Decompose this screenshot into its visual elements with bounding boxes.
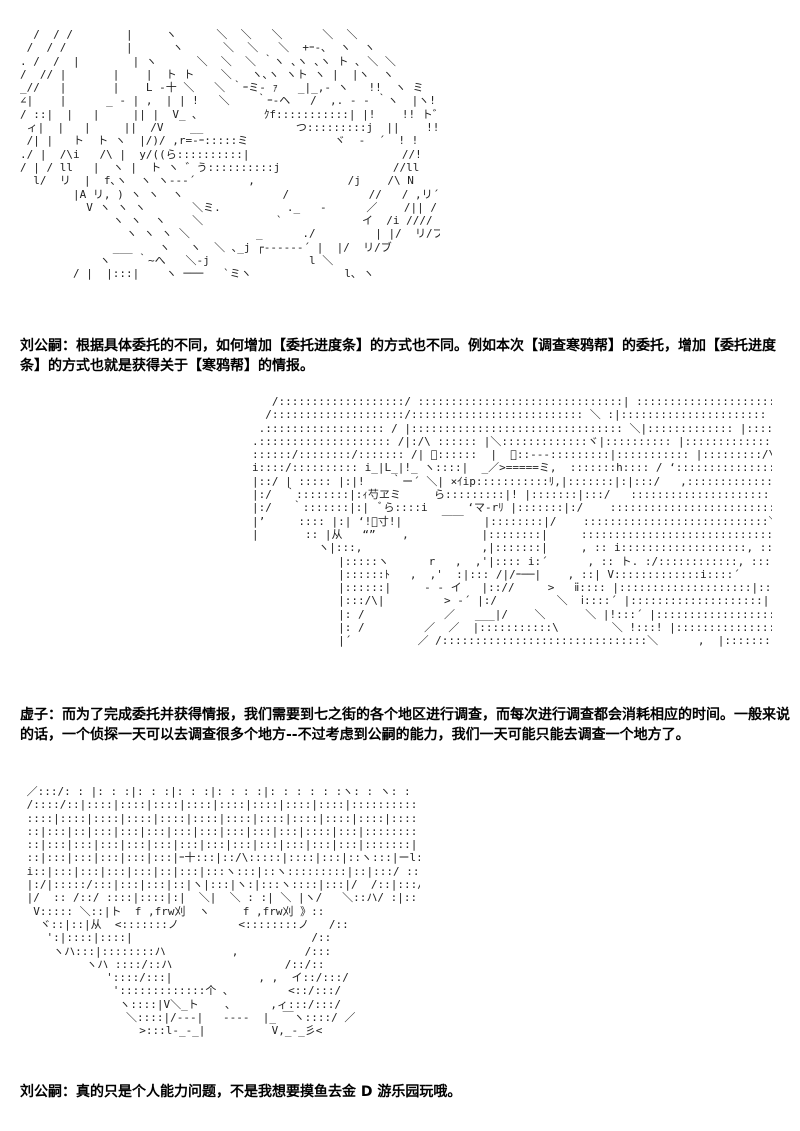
art-panel-1: / / / | ヽ ＼ ＼ ＼ ＼ ＼ / / / | ヽ ＼ ＼ ＼ +ｰ-､… [0, 0, 800, 380]
ascii-art-figure: / / / | ヽ ＼ ＼ ＼ ＼ ＼ / / / | ヽ ＼ ＼ ＼ +ｰ-､… [20, 28, 440, 281]
art-panel-2: /:::::::::::::::::::/ ::::::::::::::::::… [0, 385, 800, 775]
art-panel-3: ／:::/: : |: : :|: : :|: : :|: : : :|: : … [0, 780, 800, 1131]
dialogue-caption: 刘公嗣：真的只是个人能力问题，不是我想要摸鱼去金 D 游乐园玩哦。 [20, 1084, 462, 1100]
ascii-art-figure: /:::::::::::::::::::/ ::::::::::::::::::… [252, 395, 772, 648]
dialogue-caption: 刘公嗣：根据具体委托的不同，如何增加【委托进度条】的方式也不同。例如本次【调查寒… [20, 338, 776, 374]
ascii-art-figure: ／:::/: : |: : :|: : :|: : :|: : : :|: : … [26, 785, 420, 1038]
dialogue-caption: 虚子：而为了完成委托并获得情报，我们需要到七之街的各个地区进行调查，而每次进行调… [20, 707, 790, 743]
